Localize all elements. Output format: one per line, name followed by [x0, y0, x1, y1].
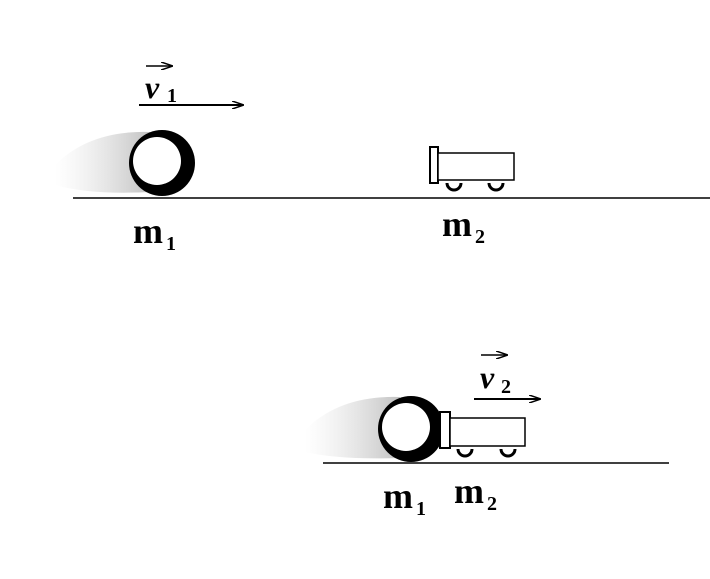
ball-m1 — [378, 396, 444, 462]
svg-text:2: 2 — [501, 376, 511, 398]
wheel — [445, 182, 463, 192]
svg-text:1: 1 — [166, 233, 176, 255]
svg-text:2: 2 — [487, 493, 497, 515]
svg-text:v: v — [145, 69, 160, 105]
scene-before: v 1 m 1 m 2 — [55, 66, 710, 255]
svg-text:m: m — [383, 476, 413, 516]
svg-text:m: m — [454, 471, 484, 511]
velocity-label-v1: v 1 — [145, 66, 177, 107]
svg-text:v: v — [480, 359, 495, 395]
mass1-label: m 1 — [383, 476, 426, 520]
svg-text:2: 2 — [475, 226, 485, 248]
wheel — [487, 182, 505, 192]
svg-text:1: 1 — [416, 498, 426, 520]
motion-blur — [305, 396, 400, 459]
motion-blur — [55, 131, 150, 193]
svg-text:1: 1 — [167, 85, 177, 107]
wheel — [456, 448, 474, 458]
cart-m2 — [439, 411, 526, 458]
svg-text:m: m — [133, 211, 163, 251]
mass1-label: m 1 — [133, 211, 176, 255]
mass2-label: m 2 — [454, 471, 497, 515]
ball-m1 — [129, 130, 195, 196]
wheel — [499, 448, 517, 458]
velocity-label-v2: v 2 — [480, 355, 511, 398]
cart-m2 — [429, 146, 515, 192]
mass2-label: m 2 — [442, 204, 485, 248]
scene-after: v 2 m 1 m 2 — [305, 355, 669, 520]
svg-text:m: m — [442, 204, 472, 244]
